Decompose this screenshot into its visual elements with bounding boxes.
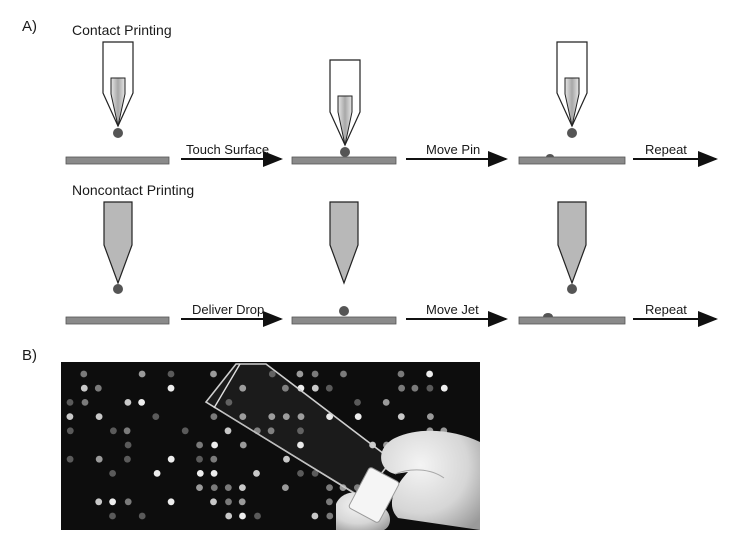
substrate-1 <box>65 156 170 165</box>
drop-3 <box>567 128 577 138</box>
spot-printed-noncontact <box>543 313 553 317</box>
jet-1 <box>103 201 133 285</box>
spot-printed-contact <box>546 154 554 157</box>
step-label-repeat-noncontact: Repeat <box>645 302 687 317</box>
substrate-4 <box>65 316 170 325</box>
drop-5 <box>339 306 349 316</box>
drop-2 <box>340 147 350 157</box>
substrate-6 <box>518 316 626 325</box>
step-label-repeat-contact: Repeat <box>645 142 687 157</box>
substrate-3 <box>518 156 626 165</box>
contact-pin-2 <box>329 59 361 147</box>
step-label-move-jet: Move Jet <box>426 302 479 317</box>
contact-pin-1 <box>102 41 134 128</box>
step-label-move-pin: Move Pin <box>426 142 481 157</box>
slide-label <box>348 467 400 523</box>
jet-3 <box>557 201 587 285</box>
contact-printing-title: Contact Printing <box>72 22 172 38</box>
step-label-touch-surface: Touch Surface <box>186 142 270 157</box>
step-label-deliver-drop: Deliver Drop <box>192 302 265 317</box>
jet-2 <box>329 201 359 285</box>
drop-6 <box>567 284 577 294</box>
noncontact-printing-title: Noncontact Printing <box>72 182 195 198</box>
drop-1 <box>113 128 123 138</box>
substrate-2 <box>291 156 397 165</box>
panel-b-label: B) <box>22 347 37 364</box>
drop-4 <box>113 284 123 294</box>
panel-a-label: A) <box>22 18 37 35</box>
substrate-5 <box>291 316 397 325</box>
contact-pin-3 <box>556 41 588 128</box>
gloved-hand <box>336 430 480 530</box>
